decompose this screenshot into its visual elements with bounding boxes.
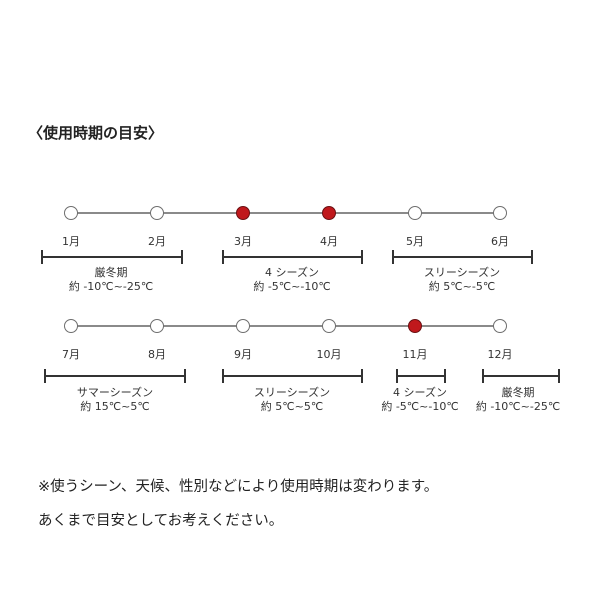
season-temperature: 約 -10℃~-25℃	[475, 400, 561, 413]
bracket-tick-end	[181, 250, 183, 264]
month-marker	[322, 319, 336, 333]
season-label: 厳冬期約 -10℃~-25℃	[476, 386, 560, 414]
month-marker	[493, 319, 507, 333]
month-label: 3月	[234, 235, 252, 248]
note-line-1: ※使うシーン、天候、性別などにより使用時期は変わります。	[38, 479, 439, 495]
season-name: スリーシーズン	[423, 266, 501, 279]
season-name: 厳冬期	[501, 386, 535, 399]
note-line-2: あくまで目安としてお考えください。	[38, 513, 284, 529]
bracket-bar	[392, 256, 533, 258]
month-label: 6月	[491, 235, 509, 248]
bracket-tick-start	[44, 369, 46, 383]
month-marker-highlighted	[408, 319, 422, 333]
season-range-bracket	[222, 369, 363, 383]
month-label: 11月	[402, 348, 428, 361]
bracket-bar	[396, 375, 446, 377]
season-range-bracket	[482, 369, 560, 383]
season-label: 4 シーズン約 -5℃~-10℃	[253, 266, 330, 294]
timeline-line	[71, 325, 500, 327]
season-range-bracket	[222, 250, 363, 264]
timeline-line	[71, 212, 500, 214]
month-marker	[408, 206, 422, 220]
bracket-tick-end	[361, 369, 363, 383]
bracket-tick-end	[361, 250, 363, 264]
bracket-tick-start	[392, 250, 394, 264]
season-temperature: 約 5℃~5℃	[260, 400, 324, 413]
season-temperature: 約 -5℃~-10℃	[253, 280, 331, 293]
season-temperature: 約 15℃~5℃	[80, 400, 150, 413]
bracket-bar	[41, 256, 183, 258]
season-name: スリーシーズン	[253, 386, 331, 399]
month-label: 7月	[62, 348, 80, 361]
bracket-bar	[222, 256, 363, 258]
bracket-bar	[482, 375, 560, 377]
month-marker	[236, 319, 250, 333]
season-temperature: 約 -5℃~-10℃	[381, 400, 459, 413]
month-label: 4月	[320, 235, 338, 248]
season-label: 4 シーズン約 -5℃~-10℃	[381, 386, 458, 414]
bracket-tick-start	[222, 250, 224, 264]
month-marker	[493, 206, 507, 220]
season-name: 厳冬期	[94, 266, 128, 279]
bracket-bar	[44, 375, 186, 377]
section-title: 〈使用時期の目安〉	[28, 124, 164, 142]
season-name: サマーシーズン	[76, 386, 154, 399]
bracket-tick-end	[184, 369, 186, 383]
usage-note: ※使うシーン、天候、性別などにより使用時期は変わります。 あくまで目安としてお考…	[38, 470, 438, 538]
month-marker	[64, 206, 78, 220]
season-range-bracket	[41, 250, 183, 264]
season-range-bracket	[396, 369, 446, 383]
month-marker	[64, 319, 78, 333]
month-label: 5月	[406, 235, 424, 248]
bracket-tick-start	[41, 250, 43, 264]
month-label: 8月	[148, 348, 166, 361]
bracket-tick-end	[444, 369, 446, 383]
month-label: 2月	[148, 235, 166, 248]
bracket-tick-end	[558, 369, 560, 383]
season-label: 厳冬期約 -10℃~-25℃	[69, 266, 153, 294]
season-temperature: 約 5℃~-5℃	[428, 280, 496, 293]
bracket-bar	[222, 375, 363, 377]
month-marker	[150, 206, 164, 220]
season-range-bracket	[392, 250, 533, 264]
season-range-bracket	[44, 369, 186, 383]
season-temperature: 約 -10℃~-25℃	[68, 280, 154, 293]
month-marker	[150, 319, 164, 333]
month-marker-highlighted	[322, 206, 336, 220]
season-label: サマーシーズン約 15℃~5℃	[77, 386, 153, 414]
season-label: スリーシーズン約 5℃~5℃	[254, 386, 330, 414]
season-name: 4 シーズン	[265, 266, 319, 279]
month-label: 10月	[316, 348, 342, 361]
bracket-tick-start	[482, 369, 484, 383]
month-label: 1月	[62, 235, 80, 248]
bracket-tick-start	[222, 369, 224, 383]
bracket-tick-start	[396, 369, 398, 383]
month-marker-highlighted	[236, 206, 250, 220]
season-name: 4 シーズン	[393, 386, 447, 399]
season-label: スリーシーズン約 5℃~-5℃	[424, 266, 500, 294]
bracket-tick-end	[531, 250, 533, 264]
month-label: 9月	[234, 348, 252, 361]
month-label: 12月	[487, 348, 513, 361]
